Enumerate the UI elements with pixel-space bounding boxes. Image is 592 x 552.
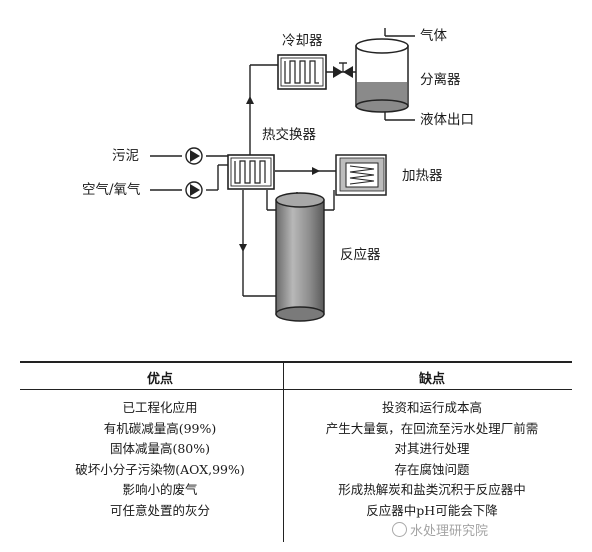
separator-icon xyxy=(355,38,409,113)
advantage-item: 影响小的废气 xyxy=(122,482,198,497)
sludge-label: 污泥 xyxy=(112,148,139,164)
reactor-icon xyxy=(275,192,325,322)
watermark-logo-icon xyxy=(392,522,407,537)
cooler-label: 冷却器 xyxy=(282,33,323,49)
disadvantage-item: 形成热解炭和盐类沉积于反应器中 xyxy=(338,482,526,497)
reactor-label: 反应器 xyxy=(340,246,381,263)
table-header-rule xyxy=(20,389,572,390)
separator-label: 分离器 xyxy=(420,71,461,88)
disadvantage-item: 对其进行处理 xyxy=(394,441,470,456)
advantages-header: 优点 xyxy=(146,372,173,387)
gas-label: 气体 xyxy=(420,28,447,44)
advantage-item: 已工程化应用 xyxy=(122,400,198,415)
heater-label: 加热器 xyxy=(402,168,443,184)
disadvantage-item: 存在腐蚀问题 xyxy=(394,461,470,477)
disadvantages-header: 缺点 xyxy=(418,372,445,387)
advantage-item: 固体减量高(80%) xyxy=(109,441,211,456)
disadvantages-column: 投资和运行成本高 产生大量氨，在回流至污水处理厂前需 对其进行处理 存在腐蚀问题… xyxy=(292,398,572,521)
table-column-divider xyxy=(283,362,284,542)
sludge-pump-icon xyxy=(185,147,203,165)
advantage-item: 可任意处置的灰分 xyxy=(109,502,210,518)
air-oxygen-label: 空气/氧气 xyxy=(82,182,141,198)
disadvantage-item: 反应器中pH可能会下降 xyxy=(366,502,498,518)
advantage-item: 有机碳减量高(99%) xyxy=(103,420,217,436)
valve-icon xyxy=(333,62,353,78)
advantage-item: 破坏小分子污染物(AOX,99%) xyxy=(75,461,245,477)
air-pump-icon xyxy=(185,181,203,199)
watermark: 水处理研究院 xyxy=(392,520,488,539)
watermark-text: 水处理研究院 xyxy=(410,524,489,539)
advantages-column: 已工程化应用 有机碳减量高(99%) 固体减量高(80%) 破坏小分子污染物(A… xyxy=(40,398,280,521)
heater-icon xyxy=(335,154,387,196)
heat-exchanger-label: 热交换器 xyxy=(262,126,316,143)
cooler-icon xyxy=(277,54,327,90)
disadvantage-item: 投资和运行成本高 xyxy=(381,400,482,415)
liquid-outlet-label: 液体出口 xyxy=(420,112,474,128)
heat-exchanger-icon xyxy=(227,154,275,190)
disadvantage-item: 产生大量氨，在回流至污水处理厂前需 xyxy=(325,420,539,436)
process-diagram: 冷却器 气体 分离器 液体出口 污泥 空气/氧气 热交换器 加热器 反应器 xyxy=(82,28,474,322)
table-top-rule xyxy=(20,361,572,363)
